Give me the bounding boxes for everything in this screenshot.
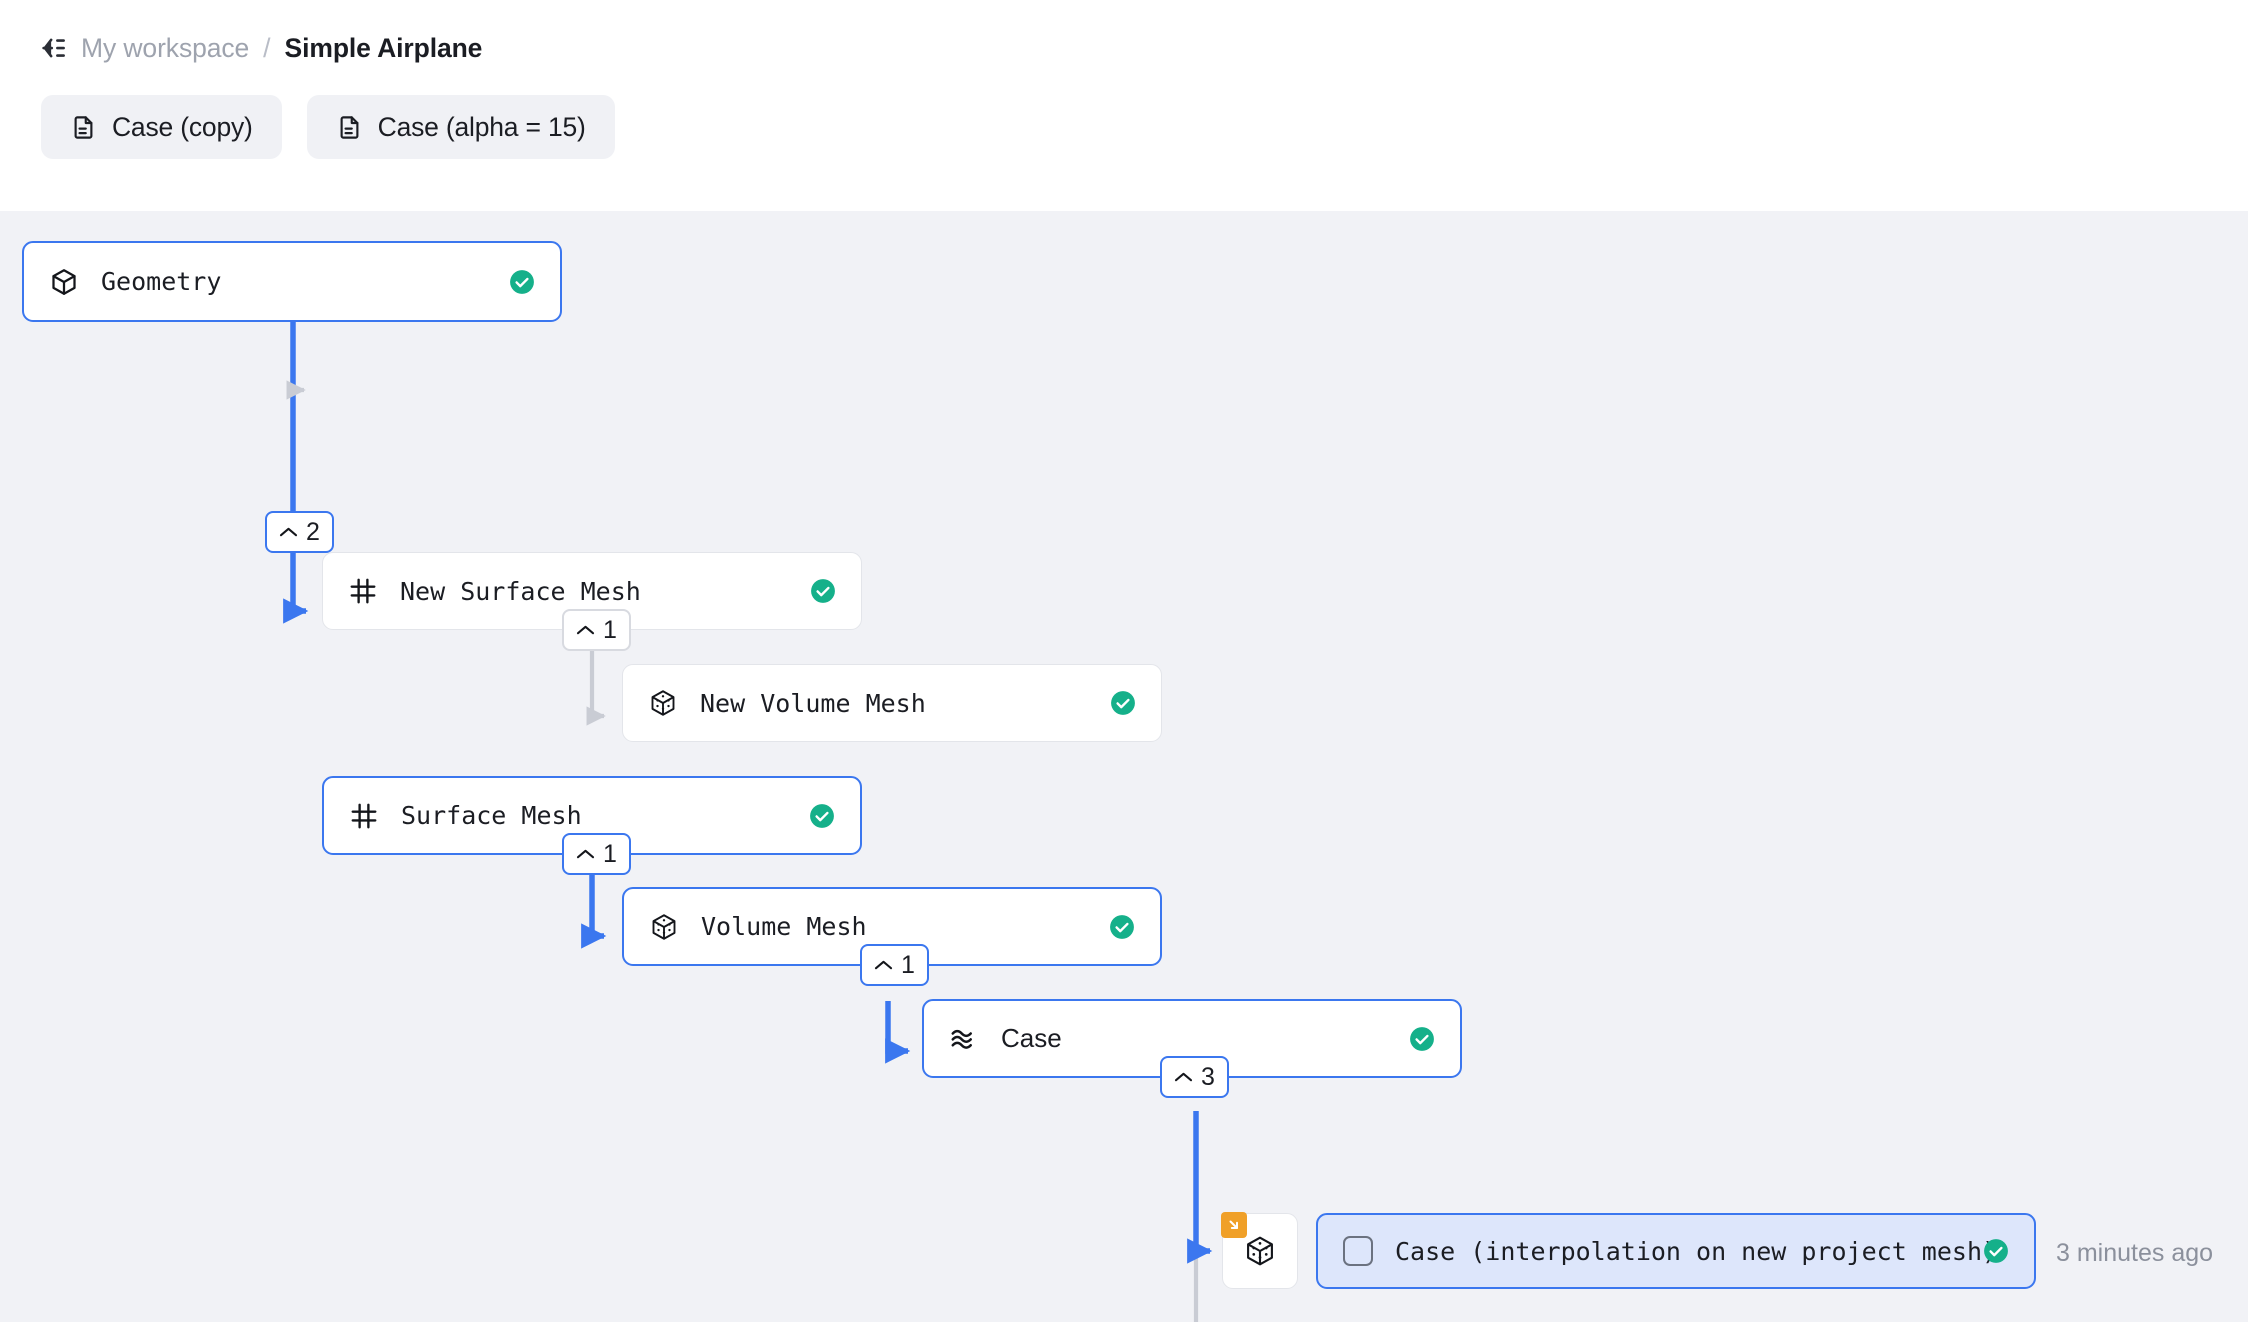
row-timestamp: 3 minutes ago bbox=[2056, 1239, 2214, 1267]
volume-mesh-cube-icon bbox=[649, 912, 679, 942]
status-badge bbox=[509, 269, 535, 295]
tab-label: Case (alpha = 15) bbox=[377, 111, 586, 142]
collapse-toggle-case[interactable]: 3 bbox=[1160, 1056, 1229, 1098]
tree-node-surface-mesh[interactable]: Surface Mesh bbox=[322, 776, 862, 855]
collapse-count: 3 bbox=[1201, 1062, 1215, 1091]
tree-node-label: Surface Mesh bbox=[401, 801, 582, 830]
tree-node-new-volume-mesh[interactable]: New Volume Mesh bbox=[622, 664, 1162, 742]
collapse-count: 1 bbox=[603, 615, 617, 644]
collapse-toggle-volume-mesh[interactable]: 1 bbox=[860, 944, 929, 986]
chevron-up-icon bbox=[874, 960, 893, 970]
breadcrumb-workspace-link[interactable]: My workspace bbox=[81, 32, 250, 63]
pipeline-canvas[interactable]: Geometry 2 New Surface Mesh bbox=[0, 211, 2248, 1322]
case-tab-bar: Case (copy) Case (alpha = 15) bbox=[41, 95, 615, 159]
collapse-count: 2 bbox=[306, 517, 320, 546]
status-badge bbox=[1983, 1238, 2009, 1264]
collapse-toggle-geometry[interactable]: 2 bbox=[265, 511, 334, 553]
document-icon bbox=[70, 114, 97, 141]
volume-mesh-cube-icon bbox=[1243, 1234, 1277, 1268]
row-checkbox[interactable] bbox=[1343, 1236, 1373, 1266]
arrow-down-right-icon bbox=[1221, 1212, 1247, 1238]
cube-icon bbox=[49, 267, 79, 297]
tree-node-label: New Surface Mesh bbox=[400, 576, 641, 606]
chevron-up-icon bbox=[279, 527, 298, 537]
chevron-up-icon bbox=[576, 849, 595, 859]
tree-node-label: Volume Mesh bbox=[701, 912, 867, 941]
waves-icon bbox=[949, 1024, 979, 1054]
collapse-count: 1 bbox=[603, 839, 617, 868]
tree-node-label: Case bbox=[1001, 1023, 1062, 1053]
tree-node-label: New Volume Mesh bbox=[700, 688, 926, 718]
tab-label: Case (copy) bbox=[112, 111, 253, 142]
tree-node-volume-mesh[interactable]: Volume Mesh bbox=[622, 887, 1162, 966]
document-icon bbox=[336, 114, 363, 141]
chevron-up-icon bbox=[1174, 1072, 1193, 1082]
grid-mesh-icon bbox=[349, 801, 379, 831]
status-badge bbox=[1109, 914, 1135, 940]
tab-case-copy[interactable]: Case (copy) bbox=[41, 95, 282, 159]
tree-node-label: Geometry bbox=[101, 267, 222, 296]
grid-mesh-icon bbox=[348, 576, 378, 606]
collapse-panel-left-icon[interactable] bbox=[38, 33, 68, 63]
status-badge bbox=[1110, 690, 1136, 716]
tree-child-case-interpolation-new-project-mesh[interactable]: Case (interpolation on new project mesh) bbox=[1316, 1213, 2036, 1289]
tree-node-geometry[interactable]: Geometry bbox=[22, 241, 562, 322]
collapse-toggle-surface-mesh[interactable]: 1 bbox=[562, 833, 631, 875]
status-badge bbox=[810, 578, 836, 604]
chevron-up-icon bbox=[576, 625, 595, 635]
app-header: My workspace / Simple Airplane Case (cop… bbox=[0, 0, 2248, 211]
tree-child-label: Case (interpolation on new project mesh) bbox=[1395, 1236, 1998, 1266]
collapse-toggle-new-surface-mesh[interactable]: 1 bbox=[562, 609, 631, 651]
mesh-chip-case-interpolation-new-project-mesh[interactable] bbox=[1221, 1212, 1298, 1289]
volume-mesh-cube-icon bbox=[648, 688, 678, 718]
status-badge bbox=[1409, 1026, 1435, 1052]
tab-case-alpha-15[interactable]: Case (alpha = 15) bbox=[306, 95, 615, 159]
breadcrumb-current-project: Simple Airplane bbox=[284, 32, 483, 63]
breadcrumb: My workspace / Simple Airplane bbox=[38, 28, 482, 68]
status-badge bbox=[809, 803, 835, 829]
breadcrumb-separator: / bbox=[263, 32, 271, 63]
collapse-count: 1 bbox=[901, 950, 915, 979]
connector-wires bbox=[283, 322, 1213, 1322]
